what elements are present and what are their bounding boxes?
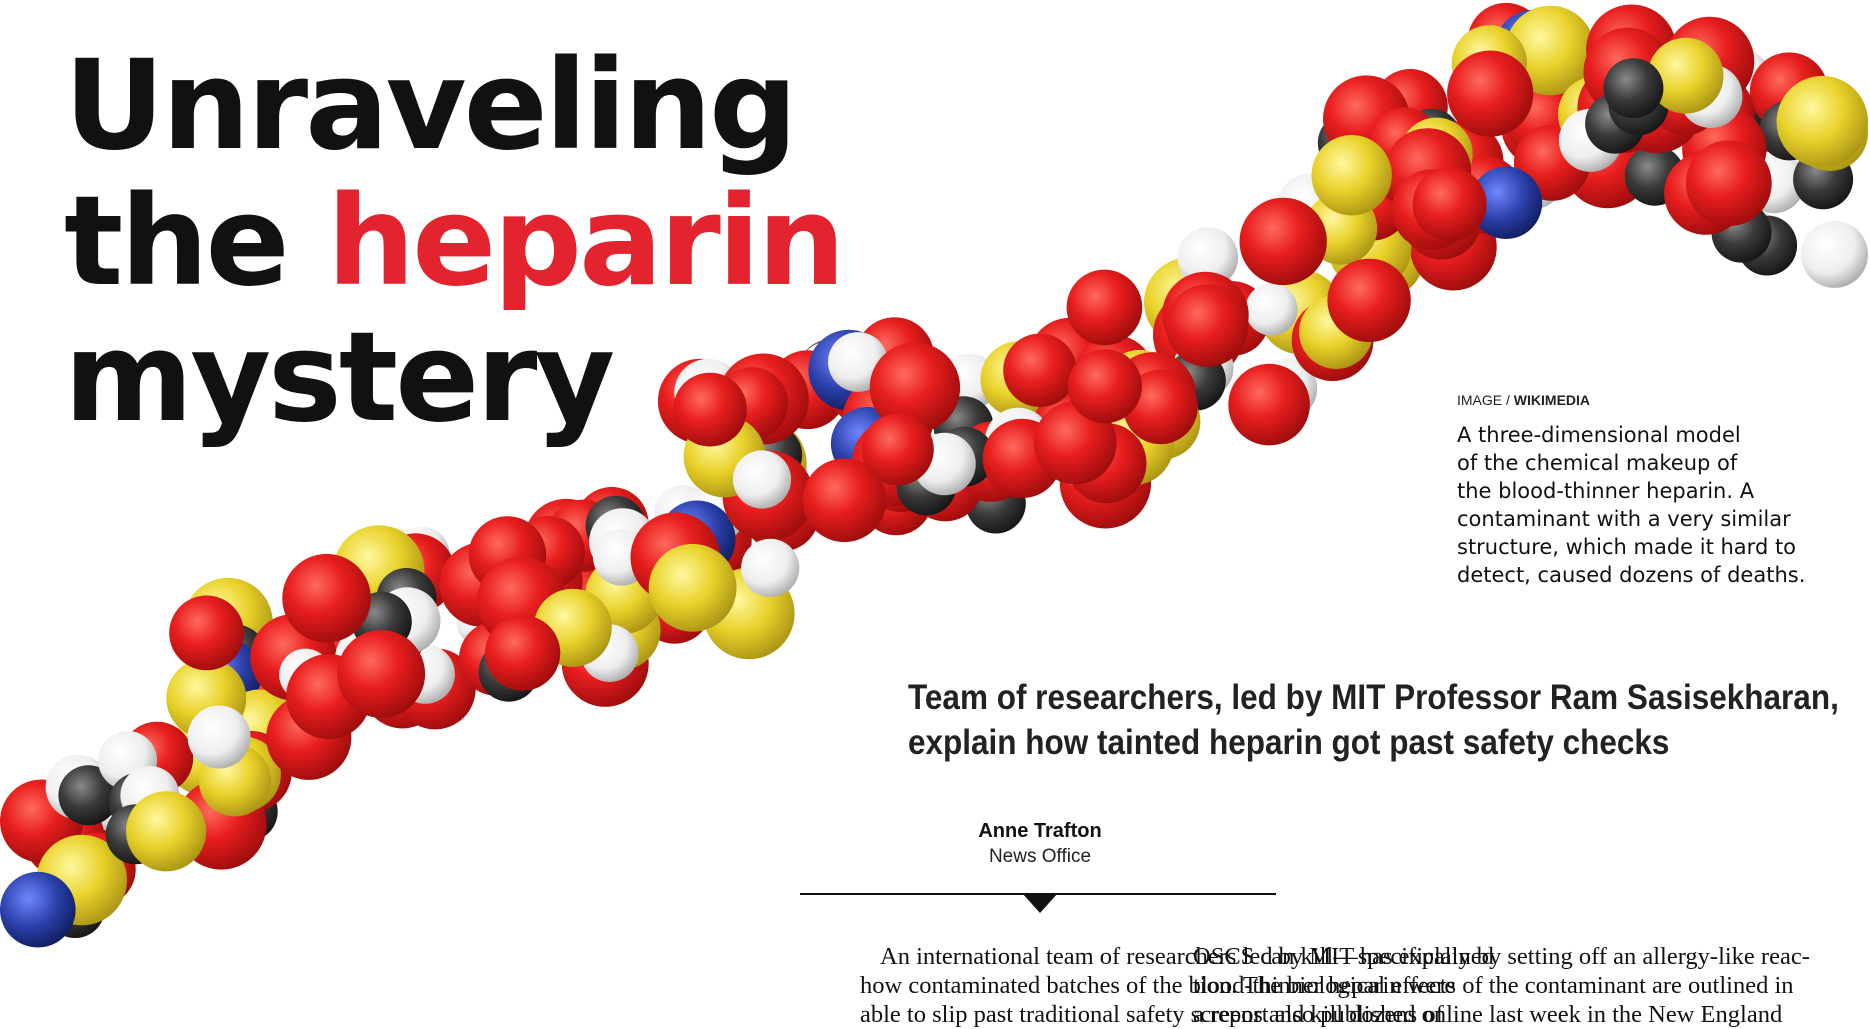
image-credit-source: WIKIMEDIA [1513, 392, 1591, 408]
oxygen-atom [1239, 197, 1327, 286]
headline-accent-word: heparin [326, 170, 846, 314]
deck-line-1: Team of researchers, led by MIT Professo… [908, 678, 1839, 717]
body-column-2: OSCS can kill—specifically by setting of… [1193, 942, 1810, 1029]
nitrogen-atom [0, 871, 76, 948]
sulfur-atom [126, 791, 207, 872]
nitrogen-atom [1469, 166, 1543, 239]
headline-line-1: Unraveling [64, 34, 798, 178]
carbon-atom [1603, 58, 1664, 119]
byline-author: Anne Trafton [978, 820, 1102, 842]
caption-line: A three-dimensional model [1457, 423, 1741, 447]
oxygen-atom [1447, 50, 1534, 137]
headline-line-3: mystery [64, 306, 615, 450]
headline-line-2-prefix: the [64, 170, 327, 314]
oxygen-atom [1067, 349, 1142, 424]
oxygen-atom [1327, 258, 1411, 342]
byline: Anne Trafton News Office [800, 820, 1280, 868]
subheadline-deck: Team of researchers, led by MIT Professo… [908, 675, 1839, 765]
oxygen-atom [282, 553, 371, 643]
oxygen-atom [337, 630, 426, 718]
headline: Unraveling the heparin mystery [64, 34, 846, 450]
oxygen-atom [1412, 167, 1487, 242]
hydrogen-atom [187, 705, 251, 769]
image-credit-prefix: IMAGE / [1457, 392, 1514, 408]
body-line: able to slip past traditional safety scr… [860, 1001, 1444, 1028]
oxygen-atom [869, 342, 961, 433]
byline-department: News Office [988, 846, 1092, 867]
image-credit: IMAGE / WIKIMEDIA [1457, 392, 1590, 408]
body-line: tion. The biological effects of the cont… [1193, 972, 1794, 999]
body-line: how contaminated batches of the blood-th… [860, 972, 1456, 999]
sulfur-atom [1776, 75, 1869, 168]
oxygen-atom [802, 458, 887, 543]
hydrogen-atom [1245, 283, 1298, 336]
caption-line: the blood-thinner heparin. A [1457, 479, 1755, 503]
caption-line: contaminant with a very similar [1457, 507, 1791, 531]
down-triangle-icon [1022, 893, 1058, 913]
sulfur-atom [648, 543, 737, 632]
deck-line-2: explain how tainted heparin got past saf… [908, 723, 1670, 762]
oxygen-atom [1228, 363, 1310, 446]
hydrogen-atom [741, 538, 800, 598]
body-line: OSCS can kill—specifically by setting of… [1193, 943, 1810, 970]
oxygen-atom [861, 413, 934, 486]
oxygen-atom [1033, 401, 1117, 485]
sulfur-atom [1647, 37, 1724, 114]
oxygen-atom [1123, 369, 1198, 445]
image-caption: A three-dimensional model of the chemica… [1457, 421, 1847, 589]
carbon-atom [58, 765, 119, 826]
hydrogen-atom [1177, 227, 1239, 288]
oxygen-atom [1685, 140, 1772, 227]
hydrogen-atom [732, 450, 792, 509]
body-line: An international team of researchers led… [880, 943, 1494, 970]
body-column-1: An international team of researchers led… [860, 942, 1494, 1029]
body-line: a report also published online last week… [1193, 1001, 1783, 1028]
oxygen-atom [1003, 333, 1077, 407]
hydrogen-atom [1801, 220, 1868, 288]
sulfur-atom [1311, 135, 1392, 216]
caption-line: of the chemical makeup of [1457, 451, 1738, 475]
oxygen-atom [484, 615, 561, 691]
caption-line: detect, caused dozens of deaths. [1457, 563, 1806, 587]
caption-line: structure, which made it hard to [1457, 535, 1797, 559]
oxygen-atom [1166, 284, 1249, 367]
oxygen-atom [1066, 269, 1143, 346]
oxygen-atom [169, 595, 245, 671]
oxygen-atom [673, 372, 747, 447]
headline-line-2: the heparin [64, 174, 846, 310]
